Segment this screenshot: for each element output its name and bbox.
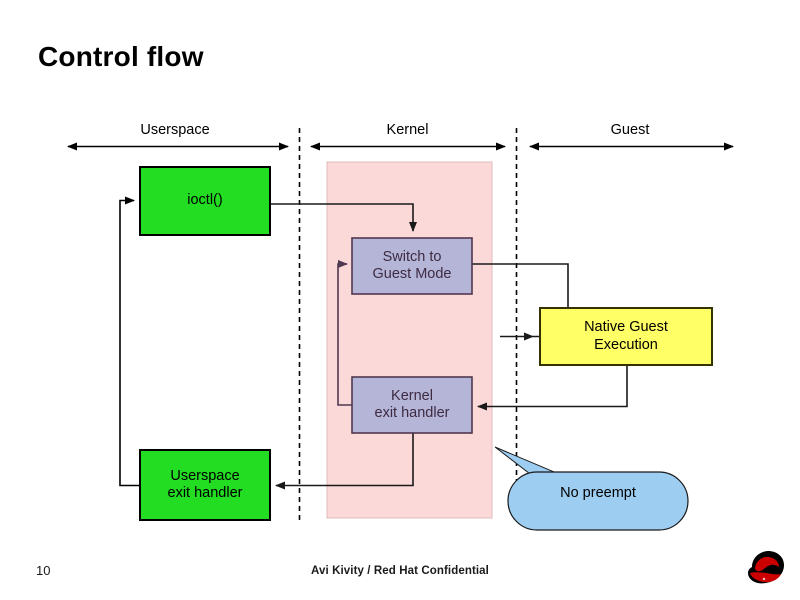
node-userspace-exit-handler[interactable] <box>139 449 271 521</box>
region-label-guest: Guest <box>610 122 650 138</box>
node-kernel-exit-handler[interactable] <box>351 376 473 434</box>
red-hat-shadowman-logo <box>748 551 784 584</box>
callout-bubble[interactable] <box>507 471 689 531</box>
footer-page-number: 10 <box>36 563 51 578</box>
edge-native-guest-to-kernel-exit <box>477 365 628 411</box>
kernel-band <box>326 161 493 519</box>
node-ioctl[interactable] <box>139 166 271 236</box>
edge-ioctl-to-switch <box>270 203 417 232</box>
node-switch-to-guest-mode[interactable] <box>351 237 473 295</box>
region-label-userspace: Userspace <box>140 122 210 138</box>
footer-confidential-text: Avi Kivity / Red Hat Confidential <box>311 565 489 577</box>
page-title: Control flow <box>38 41 204 72</box>
edge-kernel-exit-to-user-exit <box>275 433 414 490</box>
edge-user-exit-to-ioctl <box>119 196 140 487</box>
edge-kernel-exit-to-switch <box>337 260 352 406</box>
node-native-guest-execution[interactable] <box>539 307 713 366</box>
region-label-kernel: Kernel <box>386 122 429 138</box>
